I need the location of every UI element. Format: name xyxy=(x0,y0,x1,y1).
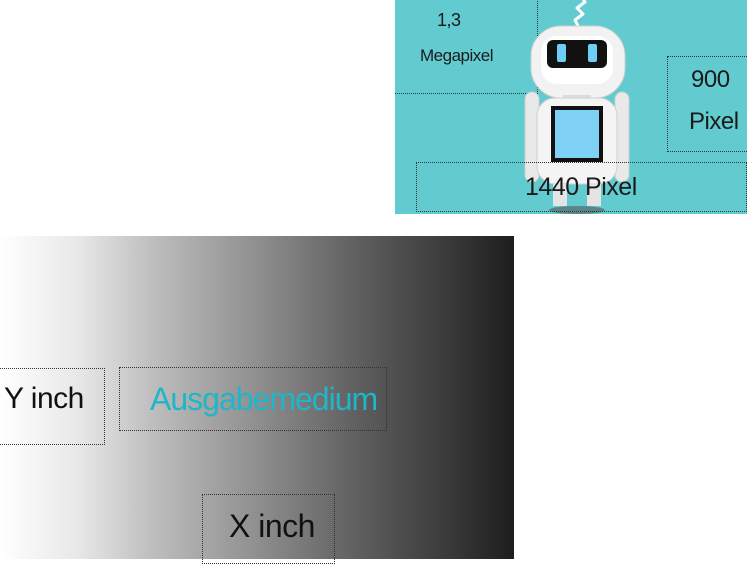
medium-label: Ausgabemedium xyxy=(150,381,378,417)
width-label: 1440 Pixel xyxy=(525,173,637,201)
screen-panel: 1,3 Megapixel 900 Pixel 1440 Pixel xyxy=(395,0,747,214)
output-medium-panel: Y inch Ausgabemedium X inch xyxy=(0,236,514,564)
medium-box xyxy=(119,367,387,431)
megapixel-unit: Megapixel xyxy=(420,46,494,65)
megapixel-value: 1,3 xyxy=(437,10,461,30)
height-box xyxy=(667,56,747,152)
height-value: 900 xyxy=(691,66,730,93)
y-inch-box xyxy=(0,368,105,445)
x-inch-label: X inch xyxy=(229,508,315,544)
y-inch-label: Y inch xyxy=(4,382,84,415)
height-unit: Pixel xyxy=(689,108,739,135)
